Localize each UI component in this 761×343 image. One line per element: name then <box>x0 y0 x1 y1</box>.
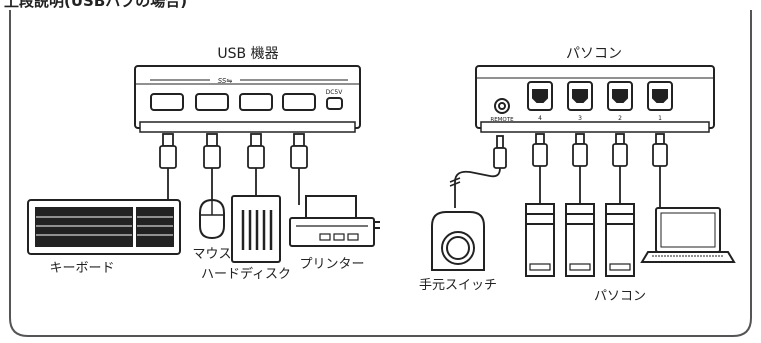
outer-frame <box>9 10 752 337</box>
hard-disk-illustration <box>231 195 281 263</box>
hdd-label: ハードディスク <box>201 266 291 282</box>
usb-cables-left <box>159 133 308 205</box>
printer-illustration <box>289 195 380 247</box>
usb-port <box>239 93 273 111</box>
tower-pc <box>565 203 595 277</box>
mouse-illustration <box>199 198 225 240</box>
keyboard-illustration <box>27 199 181 255</box>
port-number: 3 <box>578 115 582 122</box>
dc-port <box>326 97 343 110</box>
hand-switch-label: 手元スイッチ <box>419 278 497 293</box>
kvm-switch <box>475 65 715 133</box>
usb-devices-label: USB 機器 <box>217 46 278 62</box>
port-number: 2 <box>618 115 622 122</box>
dc-label: DC5V <box>326 89 344 96</box>
hub-ss-label: SS⇋ <box>218 77 233 85</box>
hand-switch-illustration <box>431 211 485 271</box>
usb-port <box>150 93 184 111</box>
remote-cable <box>449 135 507 208</box>
tower-pc <box>605 203 635 277</box>
laptop-illustration <box>640 207 736 263</box>
keyboard-label: キーボード <box>49 261 114 276</box>
usb-port <box>195 93 229 111</box>
usb-cables-right <box>532 133 668 208</box>
port-number: 1 <box>658 115 662 122</box>
usb-hub <box>134 65 361 133</box>
header-title: 上段説明(USBハブの場合) <box>4 0 187 10</box>
tower-pc <box>525 203 555 277</box>
mouse-label: マウス <box>192 247 231 262</box>
pc-bottom-label: パソコン <box>594 289 646 304</box>
printer-label: プリンター <box>299 257 364 272</box>
remote-label: REMOTE <box>490 117 514 123</box>
pc-top-label: パソコン <box>566 46 622 62</box>
usb-port <box>282 93 316 111</box>
port-number: 4 <box>538 115 542 122</box>
